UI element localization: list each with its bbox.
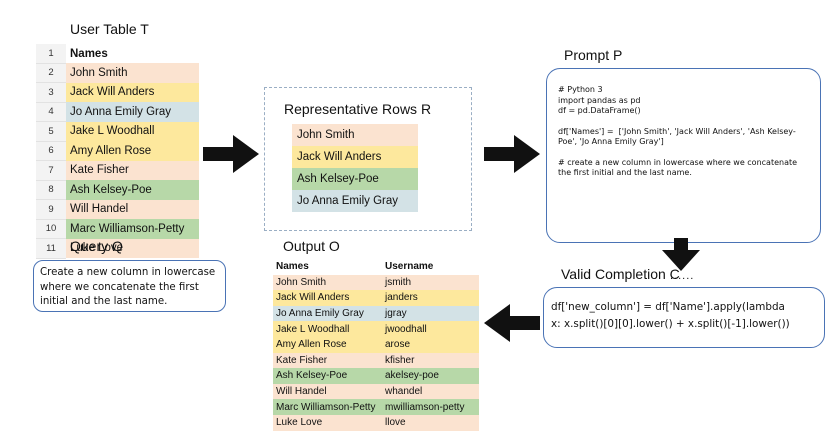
row-index: 1 bbox=[36, 44, 66, 64]
username-cell: kfisher bbox=[385, 354, 415, 366]
username-cell: mwilliamson-petty bbox=[385, 401, 465, 413]
prompt-line: # create a new column in lowercase where… bbox=[558, 157, 800, 178]
representative-rows-box bbox=[264, 87, 472, 231]
name-cell: Will Handel bbox=[276, 386, 327, 398]
name-cell: Marc Williamson-Petty bbox=[70, 222, 185, 235]
table-row: Jo Anna Emily Gray jgray bbox=[273, 305, 479, 322]
table-row: 4 Jo Anna Emily Gray bbox=[36, 102, 199, 122]
name-cell: Jake L Woodhall bbox=[276, 323, 350, 335]
name-cell: Jake L Woodhall bbox=[70, 125, 155, 138]
name-cell: Marc Williamson-Petty bbox=[276, 401, 376, 413]
query-box: Create a new column in lowercase where w… bbox=[33, 260, 226, 312]
name-cell: John Smith bbox=[70, 66, 128, 79]
left-arrow-icon bbox=[484, 304, 540, 342]
completion-title: Valid Completion C bbox=[561, 266, 680, 282]
name-cell: Luke Love bbox=[276, 417, 323, 429]
table-row: John Smith jsmith bbox=[273, 274, 479, 291]
down-arrow-icon bbox=[662, 238, 700, 271]
completion-box: df['new_column'] = df['Name'].apply(lamb… bbox=[543, 287, 825, 348]
name-cell: Jack Will Anders bbox=[70, 86, 155, 99]
right-arrow-icon bbox=[484, 135, 540, 173]
user-table: 1 Names 2 John Smith 3 Jack Will Anders … bbox=[36, 44, 199, 259]
prompt-line: import pandas as pd bbox=[558, 95, 641, 105]
username-cell: whandel bbox=[385, 386, 423, 398]
username-cell: jgray bbox=[385, 308, 407, 320]
right-arrow-icon bbox=[203, 135, 259, 173]
output-header-row: Names Username bbox=[273, 259, 479, 275]
completion-line: x: x.split()[0][0].lower() + x.split()[-… bbox=[551, 318, 790, 330]
table-row: 7 Kate Fisher bbox=[36, 160, 199, 181]
prompt-spacer bbox=[558, 117, 810, 127]
table-row: 5 Jake L Woodhall bbox=[36, 121, 199, 142]
representative-rows-list: John Smith Jack Will Anders Ash Kelsey-P… bbox=[292, 124, 418, 212]
name-cell: Jo Anna Emily Gray bbox=[70, 105, 171, 118]
name-cell: Will Handel bbox=[70, 203, 129, 216]
column-header-username: Username bbox=[382, 259, 479, 275]
list-item: Jo Anna Emily Gray bbox=[292, 190, 418, 212]
table-row: 9 Will Handel bbox=[36, 199, 199, 220]
column-header-names: Names bbox=[273, 259, 382, 275]
row-index: 10 bbox=[36, 219, 66, 239]
table-row: Will Handel whandel bbox=[273, 383, 479, 400]
table-row: 11 Luke Love bbox=[36, 238, 199, 259]
row-index: 4 bbox=[36, 102, 66, 122]
username-cell: llove bbox=[385, 417, 406, 429]
table-row: 3 Jack Will Anders bbox=[36, 82, 199, 103]
query-text: Create a new column in lowercase where w… bbox=[40, 267, 216, 307]
output-table: Names Username John Smith jsmith Jack Wi… bbox=[273, 259, 479, 431]
user-table-title: User Table T bbox=[70, 21, 149, 37]
name-cell: Ash Kelsey-Poe bbox=[70, 183, 152, 196]
prompt-title: Prompt P bbox=[564, 47, 623, 63]
row-index: 9 bbox=[36, 199, 66, 220]
representative-rows-title: Representative Rows R bbox=[284, 101, 432, 117]
row-index: 7 bbox=[36, 160, 66, 181]
name-cell: John Smith bbox=[276, 276, 327, 288]
table-row: 6 Amy Allen Rose bbox=[36, 141, 199, 161]
table-row: Amy Allen Rose arose bbox=[273, 336, 479, 353]
prompt-line: df['Names'] = ['John Smith', 'Jack Will … bbox=[558, 126, 796, 147]
username-cell: janders bbox=[385, 292, 418, 304]
output-title: Output O bbox=[283, 238, 340, 254]
prompt-line: # Python 3 bbox=[558, 85, 603, 94]
row-index: 5 bbox=[36, 121, 66, 142]
row-index: 6 bbox=[36, 141, 66, 161]
table-row: 10 Marc Williamson-Petty bbox=[36, 219, 199, 239]
table-row: Jake L Woodhall jwoodhall bbox=[273, 321, 479, 337]
ellipsis: ...... bbox=[670, 270, 695, 282]
completion-line: df['new_column'] = df['Name'].apply(lamb… bbox=[551, 301, 785, 313]
name-cell: Kate Fisher bbox=[276, 354, 328, 366]
name-cell: Kate Fisher bbox=[70, 164, 129, 177]
name-cell: Jack Will Anders bbox=[276, 292, 350, 304]
list-item: John Smith bbox=[292, 124, 418, 146]
row-index: 3 bbox=[36, 82, 66, 103]
prompt-spacer bbox=[558, 148, 810, 158]
list-item: Ash Kelsey-Poe bbox=[292, 168, 418, 190]
prompt-line: df = pd.DataFrame() bbox=[558, 106, 641, 115]
name-cell: Jo Anna Emily Gray bbox=[276, 308, 364, 320]
table-row: Jack Will Anders janders bbox=[273, 290, 479, 306]
table-row: 2 John Smith bbox=[36, 63, 199, 83]
user-table-header-row: 1 Names bbox=[36, 44, 199, 64]
username-cell: jwoodhall bbox=[385, 323, 427, 335]
name-cell: Amy Allen Rose bbox=[70, 144, 152, 157]
list-item: Jack Will Anders bbox=[292, 146, 418, 168]
row-index: 11 bbox=[36, 238, 66, 259]
query-title: Query Q bbox=[70, 238, 123, 254]
username-cell: jsmith bbox=[385, 276, 412, 288]
row-index: 2 bbox=[36, 63, 66, 83]
username-cell: arose bbox=[385, 339, 411, 351]
prompt-box: # Python 3 import pandas as pd df = pd.D… bbox=[546, 68, 821, 243]
column-header-names: Names bbox=[66, 44, 199, 63]
name-cell: Luke Love bbox=[70, 242, 124, 255]
table-row: Marc Williamson-Petty mwilliamson-petty bbox=[273, 399, 479, 415]
username-cell: akelsey-poe bbox=[385, 370, 439, 382]
table-row: Luke Love llove bbox=[273, 414, 479, 431]
table-row: Kate Fisher kfisher bbox=[273, 352, 479, 369]
row-index: 8 bbox=[36, 180, 66, 200]
name-cell: Amy Allen Rose bbox=[276, 339, 347, 351]
name-cell: Ash Kelsey-Poe bbox=[276, 370, 348, 382]
table-row: Ash Kelsey-Poe akelsey-poe bbox=[273, 368, 479, 384]
table-row: 8 Ash Kelsey-Poe bbox=[36, 180, 199, 200]
